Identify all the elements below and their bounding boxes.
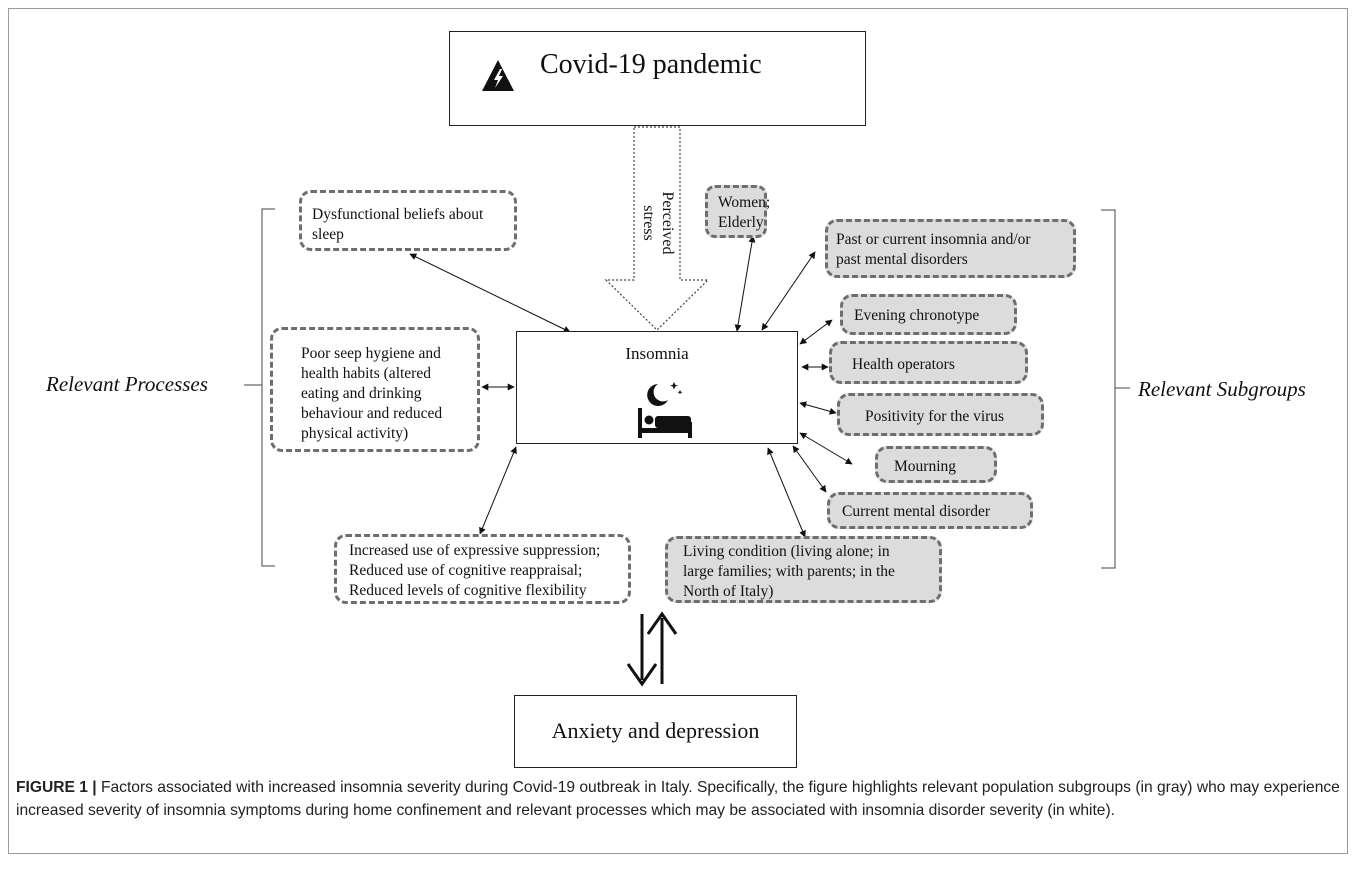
subgroup-text: Current mental disorder bbox=[842, 503, 991, 520]
subgroup-box-evening-chronotype: Evening chronotype bbox=[840, 294, 1017, 335]
perceived-stress-line1: Perceived bbox=[659, 191, 676, 255]
figure-frame bbox=[8, 8, 1348, 854]
subgroup-text: Evening chronotype bbox=[854, 307, 980, 324]
subgroup-box-living-condition: Living condition (living alone; in large… bbox=[665, 536, 942, 603]
process-text: eating and drinking bbox=[301, 385, 422, 402]
process-text: Dysfunctional beliefs about bbox=[312, 206, 484, 223]
insomnia-label: Insomnia bbox=[625, 344, 689, 363]
subgroup-box-health-operators: Health operators bbox=[829, 341, 1028, 384]
arrow-current-disorder bbox=[792, 445, 827, 493]
covid-pandemic-box: Covid-19 pandemic bbox=[449, 31, 866, 126]
arrow-mourning bbox=[799, 432, 853, 465]
insomnia-anxiety-arrows bbox=[626, 611, 678, 687]
arrow-chronotype bbox=[799, 319, 833, 345]
caption-text: Factors associated with increased insomn… bbox=[16, 779, 1340, 819]
process-text: Poor seep hygiene and bbox=[301, 345, 441, 362]
anxiety-depression-box: Anxiety and depression bbox=[514, 695, 797, 768]
figure-caption: FIGURE 1 | Factors associated with incre… bbox=[16, 776, 1341, 822]
process-text: Reduced levels of cognitive flexibility bbox=[349, 582, 587, 599]
relevant-subgroups-label: Relevant Subgroups bbox=[1138, 377, 1306, 401]
process-box-dysfunctional-beliefs: Dysfunctional beliefs about sleep bbox=[299, 190, 517, 251]
subgroup-text: Health operators bbox=[852, 356, 955, 373]
subgroup-box-women-elderly: Women; Elderly bbox=[705, 185, 771, 238]
subgroup-text: Women; bbox=[718, 194, 771, 211]
process-text: health habits (altered bbox=[301, 365, 431, 382]
perceived-stress-label: Perceived stress bbox=[639, 183, 677, 263]
subgroup-text: Past or current insomnia and/or bbox=[836, 231, 1031, 248]
subgroup-text: North of Italy) bbox=[683, 583, 774, 600]
process-text: behaviour and reduced bbox=[301, 405, 443, 422]
arrow-positivity bbox=[799, 401, 837, 415]
perceived-stress-arrow bbox=[604, 126, 710, 331]
insomnia-box: Insomnia bbox=[516, 331, 798, 444]
left-brace bbox=[244, 208, 275, 567]
process-box-sleep-hygiene: Poor seep hygiene and health habits (alt… bbox=[270, 327, 480, 452]
subgroup-box-current-mental-disorder: Current mental disorder bbox=[827, 492, 1033, 529]
process-text: sleep bbox=[312, 226, 344, 243]
subgroup-box-positivity-virus: Positivity for the virus bbox=[837, 393, 1044, 436]
arrow-past-insomnia bbox=[761, 251, 816, 331]
relevant-processes-label: Relevant Processes bbox=[46, 372, 208, 396]
anxiety-depression-label: Anxiety and depression bbox=[551, 718, 760, 743]
subgroup-text: Elderly bbox=[718, 214, 764, 231]
subgroup-text: past mental disorders bbox=[836, 251, 968, 268]
process-text: Increased use of expressive suppression; bbox=[349, 542, 601, 559]
subgroup-text: Living condition (living alone; in bbox=[683, 543, 890, 560]
arrow-beliefs bbox=[409, 253, 571, 333]
diagram-canvas bbox=[244, 126, 1130, 687]
sleeping-in-bed-icon bbox=[636, 378, 694, 445]
covid-pandemic-label: Covid-19 pandemic bbox=[540, 49, 762, 80]
subgroup-text: Mourning bbox=[894, 458, 956, 475]
arrow-women-elderly bbox=[734, 235, 756, 332]
caption-label: FIGURE 1 | bbox=[16, 779, 97, 796]
subgroup-text: Positivity for the virus bbox=[865, 408, 1005, 425]
warning-lightning-icon bbox=[480, 58, 516, 99]
right-brace bbox=[1101, 209, 1130, 569]
subgroup-box-mourning: Mourning bbox=[875, 446, 997, 483]
subgroup-box-past-insomnia: Past or current insomnia and/or past men… bbox=[825, 219, 1076, 278]
arrow-emotion-regulation bbox=[479, 446, 517, 535]
subgroup-text: large families; with parents; in the bbox=[683, 563, 895, 580]
arrow-living-condition bbox=[767, 447, 806, 538]
connector-arrows bbox=[409, 235, 853, 538]
process-text: physical activity) bbox=[301, 425, 409, 442]
process-text: Reduced use of cognitive reappraisal; bbox=[349, 562, 583, 579]
process-box-emotion-regulation: Increased use of expressive suppression;… bbox=[334, 534, 631, 604]
perceived-stress-line2: stress bbox=[640, 205, 657, 241]
